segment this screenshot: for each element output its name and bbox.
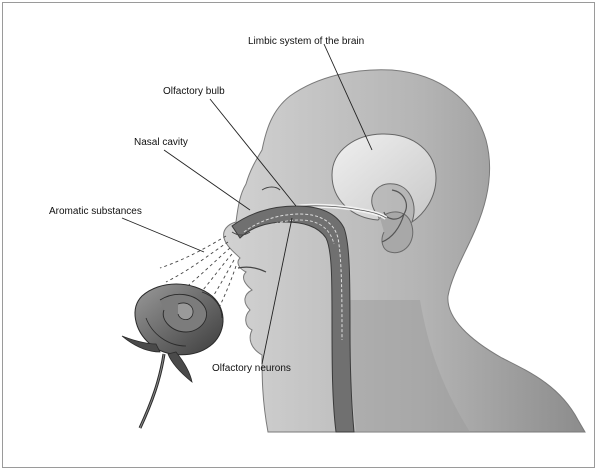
nostril [231, 231, 251, 236]
eye [261, 186, 281, 191]
figure-frame [2, 2, 595, 468]
label-nasal-cavity: Nasal cavity [134, 137, 188, 148]
head-silhouette [223, 69, 586, 433]
label-limbic-system: Limbic system of the brain [248, 36, 365, 47]
rose-sepal-right [167, 351, 193, 383]
leader-neurons [261, 217, 293, 365]
rose-stem-inner [139, 353, 165, 429]
nasal-passage [231, 205, 355, 433]
rose-stem [138, 353, 166, 429]
olfactory-neuron-line-2 [247, 219, 335, 245]
leader-lines [121, 43, 373, 365]
limbic-system [331, 133, 437, 224]
leader-aromatic [121, 217, 205, 253]
neck-shadow [349, 300, 470, 432]
olfactory-tract-outline [289, 205, 387, 219]
leader-bulb [209, 98, 297, 207]
limbic-stem [381, 213, 405, 243]
label-olfactory-neurons: Olfactory neurons [212, 363, 291, 374]
rose-sepal-left [121, 335, 161, 353]
leader-nasal [163, 149, 251, 211]
ear [379, 211, 414, 254]
mouth [237, 266, 267, 273]
rose-flower [134, 283, 224, 356]
leader-limbic [323, 43, 373, 151]
label-olfactory-bulb: Olfactory bulb [163, 86, 225, 97]
label-aromatic-substances: Aromatic substances [49, 206, 142, 217]
